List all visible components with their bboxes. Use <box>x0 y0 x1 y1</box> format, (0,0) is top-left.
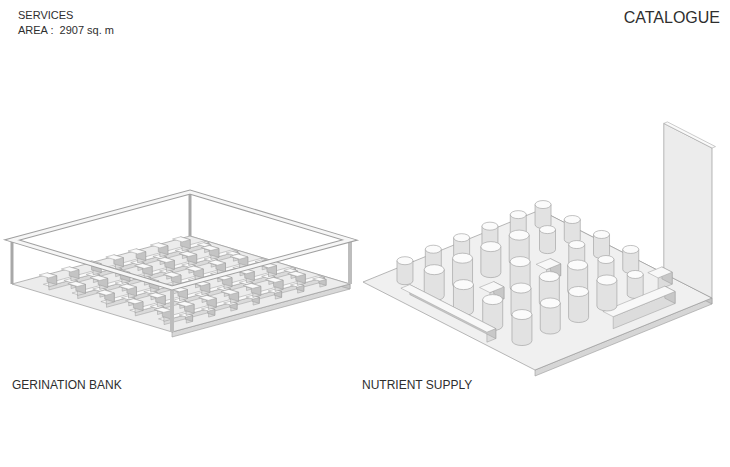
storage-tank <box>623 245 639 273</box>
tank-top <box>568 260 588 270</box>
tank-top <box>482 222 498 230</box>
unit-top <box>39 273 57 278</box>
tank-top <box>597 275 617 285</box>
frame-rim <box>12 192 350 288</box>
storage-tank <box>512 310 532 346</box>
unit-top <box>221 289 239 294</box>
storage-tank <box>627 270 643 298</box>
unit-top <box>313 277 327 281</box>
tank-top <box>397 257 413 265</box>
tank-top <box>424 265 444 275</box>
storage-tank <box>453 253 473 289</box>
frame-post <box>11 240 14 284</box>
storage-tank <box>509 230 529 266</box>
unit-top <box>106 255 124 260</box>
platform-floor <box>363 210 712 370</box>
unit-top <box>90 276 108 281</box>
storage-tank <box>540 226 556 254</box>
tank-top <box>510 257 530 267</box>
unit-top <box>179 252 197 257</box>
unit-top <box>97 290 115 295</box>
tank-top <box>510 211 526 219</box>
unit-top <box>157 258 175 263</box>
tank-top <box>594 230 610 238</box>
section-note: AREA : 2907 sq. m <box>18 24 114 37</box>
tank-top <box>569 287 589 297</box>
storage-tank <box>397 257 413 285</box>
tank-top <box>453 280 473 290</box>
unit-top <box>128 249 146 254</box>
storage-tank <box>569 287 589 323</box>
unit-top <box>230 254 248 259</box>
unit-top <box>288 271 306 276</box>
tank-top <box>509 230 529 240</box>
unit-top <box>199 295 217 300</box>
unit-top <box>186 266 204 271</box>
tank-top <box>454 234 470 242</box>
storage-tank <box>539 272 559 308</box>
drawing-caption: NUTRIENT SUPPLY <box>362 378 472 392</box>
tank-top <box>623 245 639 253</box>
tank-top <box>540 226 556 234</box>
nutrient-supply-drawing <box>363 122 716 376</box>
frame-post <box>348 240 352 284</box>
unit-top <box>135 264 153 269</box>
storage-tank <box>510 257 530 293</box>
rack-top <box>648 267 672 278</box>
rack-top <box>401 285 496 333</box>
unit-top <box>266 277 284 282</box>
drawing-caption: GERINATION BANK <box>12 378 122 392</box>
wall-top <box>664 122 716 148</box>
tank-top <box>535 201 551 209</box>
unit-top <box>119 284 137 289</box>
storage-tank <box>597 275 617 311</box>
tank-top <box>539 272 559 282</box>
germination-bank-drawing <box>12 192 350 337</box>
tank-top <box>453 253 473 263</box>
storage-tank <box>594 230 610 258</box>
frame-post <box>170 288 174 332</box>
unit-top <box>173 237 191 242</box>
unit-top <box>177 301 195 306</box>
unit-top <box>150 243 168 248</box>
unit-top <box>201 246 219 251</box>
unit-top <box>61 267 79 272</box>
frame-rim <box>12 192 350 288</box>
rack-top <box>536 259 561 270</box>
tank-top <box>598 256 614 264</box>
storage-tank <box>481 242 501 278</box>
frame-post <box>189 192 192 236</box>
unit-top <box>148 293 166 298</box>
rack-top <box>480 282 505 293</box>
tank-top <box>481 242 501 252</box>
storage-tank <box>511 283 531 319</box>
sheet-heading: CATALOGUE <box>624 8 720 27</box>
tank-top <box>425 245 441 253</box>
tank-top <box>511 283 531 293</box>
tank-top <box>540 298 560 308</box>
tank-top <box>627 270 643 278</box>
storage-tank <box>540 298 560 334</box>
tank-top <box>512 310 532 320</box>
section-note: SERVICES <box>18 9 73 22</box>
storage-tank <box>535 201 551 229</box>
tank-top <box>483 295 503 305</box>
tank-top <box>564 216 580 224</box>
unit-top <box>163 272 181 277</box>
unit-top <box>68 282 86 287</box>
tank-top <box>569 241 585 249</box>
unit-top <box>125 299 143 304</box>
storage-tank <box>564 216 580 244</box>
unit-top <box>243 283 261 288</box>
unit-top <box>154 307 172 312</box>
storage-tank <box>568 260 588 296</box>
unit-top <box>208 260 226 265</box>
